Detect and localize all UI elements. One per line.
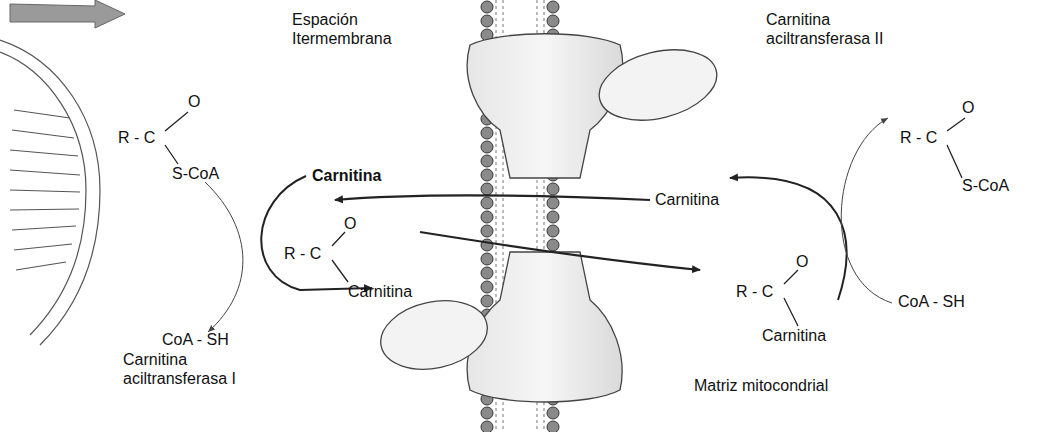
enzyme-label: Carnitina aciltransferasa I <box>123 350 253 388</box>
group-label: S-CoA <box>172 164 219 183</box>
import-arrow <box>10 0 125 28</box>
reaction-arrows <box>205 118 892 332</box>
group-label: R - C <box>900 128 937 147</box>
molecule-label: CoA - SH <box>162 330 229 349</box>
region-label: Matriz mitocondrial <box>694 376 828 395</box>
translocase <box>467 252 622 402</box>
atom-label: O <box>962 98 974 117</box>
group-label: R - C <box>118 128 155 147</box>
group-label: R - C <box>736 282 773 301</box>
enzyme-oval <box>378 298 490 372</box>
molecule-label: Carnitina <box>655 190 719 209</box>
molecule-label: Carnitina <box>762 326 826 345</box>
enzyme-label: Carnitina aciltransferasa II <box>766 10 916 48</box>
enzyme-node: Carnitina aciltransferasa I <box>378 298 490 372</box>
atom-label: O <box>188 92 200 111</box>
group-label: S-CoA <box>962 176 1009 195</box>
atom-label: O <box>344 214 356 233</box>
enzyme-node: Carnitina aciltransferasa II <box>596 48 720 122</box>
molecule-label: Carnitina <box>348 282 412 301</box>
molecule-label: Carnitina <box>312 166 381 185</box>
region-label: Espación Itermembrana <box>292 10 412 48</box>
atom-label: O <box>796 252 808 271</box>
enzyme-oval <box>596 48 720 122</box>
molecule-label: CoA - SH <box>898 292 965 311</box>
translocase <box>467 34 622 178</box>
group-label: R - C <box>284 244 321 263</box>
mitochondrion <box>0 40 100 345</box>
bonds <box>165 112 965 326</box>
